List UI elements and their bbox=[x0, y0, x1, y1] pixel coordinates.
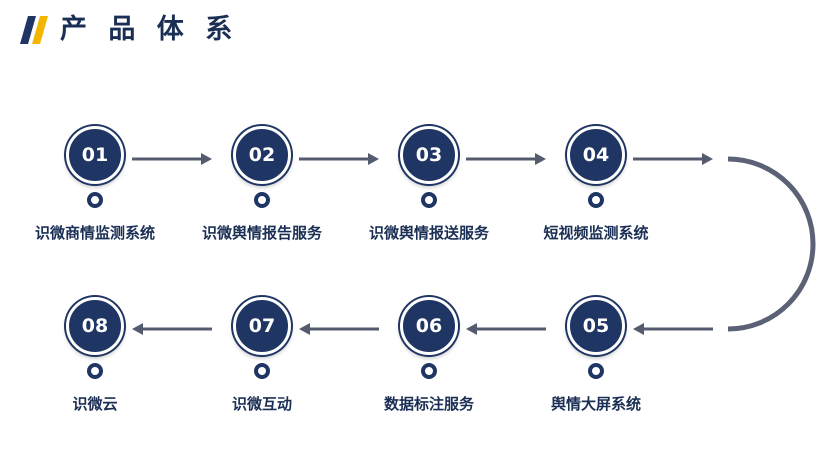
step-node-04: 04 短视频监测系统 bbox=[543, 126, 649, 242]
step-marker-dot bbox=[421, 363, 437, 379]
arrowhead-4-curve bbox=[702, 153, 713, 165]
arrowhead-1-2 bbox=[201, 153, 212, 165]
step-node-02: 02 识微舆情报告服务 bbox=[202, 126, 322, 242]
step-marker-dot bbox=[254, 192, 270, 208]
step-label: 识微舆情报告服务 bbox=[201, 224, 323, 242]
step-marker-dot bbox=[254, 363, 270, 379]
step-label: 舆情大屏系统 bbox=[550, 395, 642, 413]
step-marker-dot bbox=[421, 192, 437, 208]
page-title: 产 品 体 系 bbox=[60, 14, 239, 45]
step-node-06: 06 数据标注服务 bbox=[384, 297, 474, 413]
step-label: 数据标注服务 bbox=[383, 395, 475, 413]
arrowhead-3-4 bbox=[535, 153, 546, 165]
step-node-01: 01 识微商情监测系统 bbox=[35, 126, 155, 242]
step-label: 识微商情监测系统 bbox=[34, 224, 156, 242]
step-label: 识微云 bbox=[72, 395, 118, 413]
step-label: 短视频监测系统 bbox=[543, 224, 649, 242]
arrowhead-5-6 bbox=[466, 323, 477, 335]
step-marker-dot bbox=[87, 192, 103, 208]
step-label: 识微互动 bbox=[231, 395, 293, 413]
u-turn-curve bbox=[727, 156, 816, 332]
step-node-08: 08 识微云 bbox=[65, 297, 125, 413]
arrowhead-2-3 bbox=[368, 153, 379, 165]
arrowhead-curve-5 bbox=[633, 323, 644, 335]
step-number-badge: 06 bbox=[400, 297, 458, 355]
arrowhead-7-8 bbox=[132, 323, 143, 335]
step-number-badge: 08 bbox=[66, 297, 124, 355]
step-label: 识微舆情报送服务 bbox=[368, 224, 490, 242]
step-number-badge: 07 bbox=[233, 297, 291, 355]
step-marker-dot bbox=[588, 363, 604, 379]
step-node-05: 05 舆情大屏系统 bbox=[551, 297, 641, 413]
step-node-07: 07 识微互动 bbox=[232, 297, 292, 413]
step-number-badge: 05 bbox=[567, 297, 625, 355]
step-marker-dot bbox=[588, 192, 604, 208]
step-number-badge: 02 bbox=[233, 126, 291, 184]
step-number-badge: 03 bbox=[400, 126, 458, 184]
step-marker-dot bbox=[87, 363, 103, 379]
step-number-badge: 04 bbox=[567, 126, 625, 184]
title-logo-icon bbox=[20, 16, 48, 44]
step-number-badge: 01 bbox=[66, 126, 124, 184]
step-node-03: 03 识微舆情报送服务 bbox=[369, 126, 489, 242]
arrowhead-6-7 bbox=[299, 323, 310, 335]
